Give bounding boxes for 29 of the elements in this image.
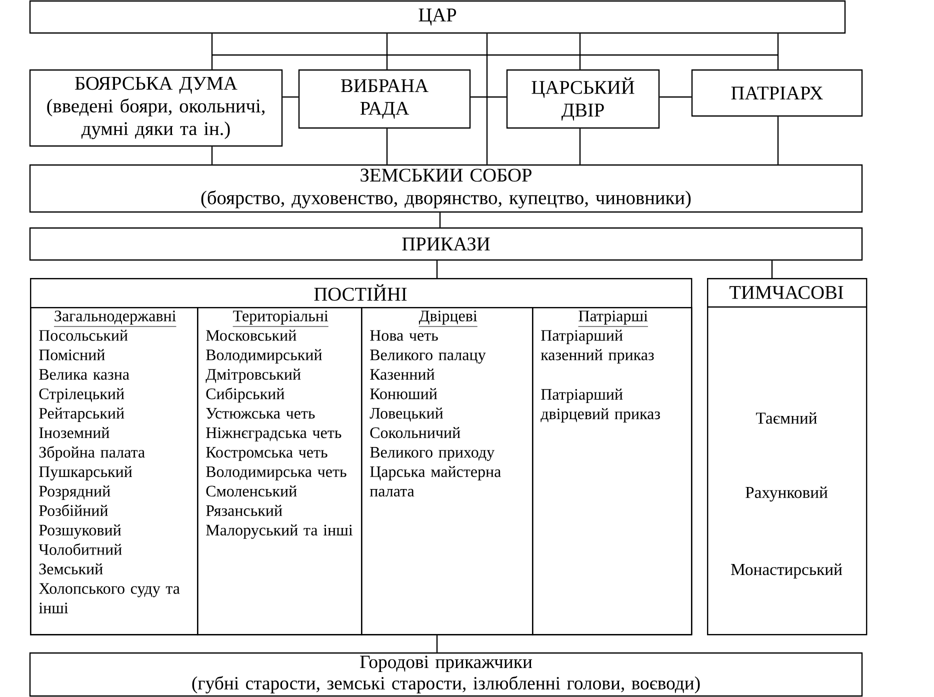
org-box: ЦАР — [29, 0, 846, 34]
column-box: Загальнодержавні Посольський Помісний Велика казна Стрілецький Рейтарський Іноземний Збройна палата Пушкарський Розрядний Розбійний Розшуковий Чолобитний Земський Холопського суду та інші — [30, 307, 198, 636]
connector-line — [470, 96, 506, 98]
connector-line — [777, 116, 779, 164]
org-box: ЗЕМСЬКИИ СОБОР (боярство, духовенство, дворянство, купецтво, чиновники) — [29, 164, 863, 213]
connector-line — [282, 96, 298, 98]
connector-line — [436, 260, 438, 278]
org-box: ПРИКАЗИ — [29, 227, 863, 261]
connector-line — [211, 34, 213, 70]
group-box: ТИМЧАСОВІ Таємний Рахунковий Монастирський — [707, 278, 868, 636]
org-box: Городові прикажчики (губні старости, земські старости, ізлюбленні голови, воєводи) — [29, 652, 863, 697]
connector-line — [386, 34, 388, 70]
column-box: Патріарші Патріарший казенний приказ Патріарший двірцевий приказ — [532, 307, 692, 636]
connector-line — [386, 128, 388, 164]
connector-line — [211, 146, 213, 164]
org-box: ВИБРАНА РАДА — [298, 69, 471, 129]
connector-line — [660, 96, 692, 98]
column-box: Двірцеві Нова четь Великого палацу Казенний Конюший Ловецький Сокольничий Великого приходу Царська майстерна палата — [361, 307, 534, 636]
connector-line — [771, 260, 773, 278]
connector-line — [436, 635, 438, 652]
org-box: ЦАРСЬКИЙ ДВІР — [506, 69, 660, 129]
org-box: БОЯРСЬКА ДУМА (введені бояри, окольничі, думні дяки та ін.) — [29, 69, 283, 147]
connector-line — [579, 34, 581, 70]
column-box: Територіальні Московський Володимирський Дмітровський Сибірський Устюжська четь Ніжнєградська четь Костромська четь Володимирська четь Смоленський Рязанський Малоруський та інші — [197, 307, 362, 636]
connector-line — [777, 34, 779, 70]
connector-line — [486, 34, 488, 164]
connector-line — [579, 128, 581, 164]
org-box: ПАТРІАРХ — [691, 69, 863, 117]
connector-line — [439, 212, 441, 228]
